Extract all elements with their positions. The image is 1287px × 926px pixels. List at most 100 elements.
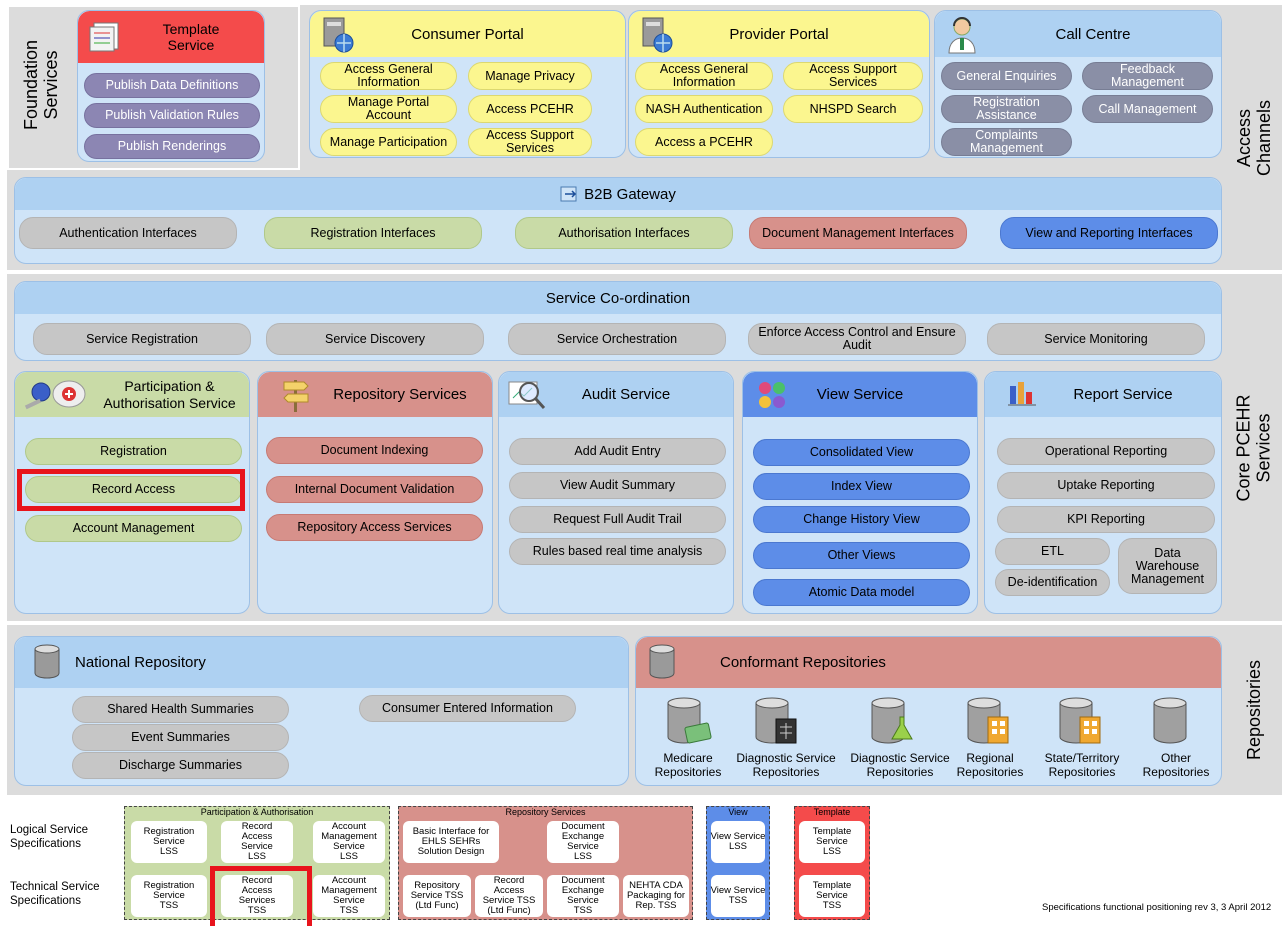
cp-manage-portal-account[interactable]: Manage Portal Account <box>320 95 457 123</box>
discharge-summaries[interactable]: Discharge Summaries <box>72 752 289 779</box>
cc-call-management[interactable]: Call Management <box>1082 95 1213 123</box>
account-management-tss[interactable]: Account Management Service TSS <box>313 875 385 917</box>
document-exchange-tss[interactable]: Document Exchange Service TSS <box>547 875 619 917</box>
call-centre-person-icon <box>948 17 976 54</box>
footnote: Specifications functional positioning re… <box>1042 902 1272 913</box>
view-service-lss[interactable]: View Service LSS <box>711 821 765 863</box>
cp-access-support-services[interactable]: Access Support Services <box>468 128 592 156</box>
access-channels-label: Access Channels <box>1234 99 1274 176</box>
report-service-header: Report Service <box>985 372 1221 417</box>
record-access-service-tss[interactable]: Record Access Service TSS (Ltd Func) <box>475 875 543 917</box>
legend-view-title: View <box>728 807 748 817</box>
de-identification[interactable]: De-identification <box>995 569 1110 596</box>
pp-access-a-pcehr[interactable]: Access a PCEHR <box>635 128 773 156</box>
legend-template-box: Template Template Service LSS Template S… <box>794 806 870 920</box>
service-orchestration[interactable]: Service Orchestration <box>508 323 726 355</box>
atomic-data-model[interactable]: Atomic Data model <box>753 579 970 606</box>
publish-data-definitions-button[interactable]: Publish Data Definitions <box>84 73 260 98</box>
account-management-lss[interactable]: Account Management Service LSS <box>313 821 385 863</box>
record-access-item[interactable]: Record Access <box>25 476 242 503</box>
enforce-access-control[interactable]: Enforce Access Control and Ensure Audit <box>748 323 966 355</box>
shared-health-summaries[interactable]: Shared Health Summaries <box>72 696 289 723</box>
repository-access-services[interactable]: Repository Access Services <box>266 514 483 541</box>
magnifier-icon <box>508 381 546 410</box>
national-repository-title: National Repository <box>75 654 206 671</box>
conformant-repositories-title: Conformant Repositories <box>720 654 886 671</box>
report-service-panel: Report Service Operational Reporting Upt… <box>984 371 1222 614</box>
view-audit-summary[interactable]: View Audit Summary <box>509 472 726 499</box>
view-service-tss[interactable]: View Service TSS <box>711 875 765 917</box>
cc-complaints-management[interactable]: Complaints Management <box>941 128 1072 156</box>
view-and-reporting-interfaces[interactable]: View and Reporting Interfaces <box>1000 217 1218 249</box>
participation-title: Participation & Authorisation Service <box>103 377 236 411</box>
legend-view-box: View View Service LSS View Service TSS <box>706 806 770 920</box>
data-warehouse-management[interactable]: Data Warehouse Management <box>1118 538 1217 594</box>
service-discovery[interactable]: Service Discovery <box>266 323 484 355</box>
etl[interactable]: ETL <box>995 538 1110 565</box>
index-view[interactable]: Index View <box>753 473 970 500</box>
event-summaries[interactable]: Event Summaries <box>72 724 289 751</box>
service-monitoring[interactable]: Service Monitoring <box>987 323 1205 355</box>
template-service-lss[interactable]: Template Service LSS <box>799 821 865 863</box>
registration-lss[interactable]: Registration Service LSS <box>131 821 207 863</box>
uptake-reporting[interactable]: Uptake Reporting <box>997 472 1215 499</box>
cp-access-pcehr[interactable]: Access PCEHR <box>468 95 592 123</box>
pp-access-general-info[interactable]: Access General Information <box>635 62 773 90</box>
registration-item[interactable]: Registration <box>25 438 242 465</box>
consolidated-view[interactable]: Consolidated View <box>753 439 970 466</box>
cc-feedback-management[interactable]: Feedback Management <box>1082 62 1213 90</box>
change-history-view[interactable]: Change History View <box>753 506 970 533</box>
medicare-repositories-label: Medicare Repositories <box>654 751 722 779</box>
diagnostic-xray-repo-icon <box>755 697 797 744</box>
consumer-portal-header: Consumer Portal <box>310 11 625 57</box>
cp-manage-privacy[interactable]: Manage Privacy <box>468 62 592 90</box>
cp-access-general-info[interactable]: Access General Information <box>320 62 457 90</box>
account-management-item[interactable]: Account Management <box>25 515 242 542</box>
registration-interfaces[interactable]: Registration Interfaces <box>264 217 482 249</box>
add-audit-entry[interactable]: Add Audit Entry <box>509 438 726 465</box>
registration-tss[interactable]: Registration Service TSS <box>131 875 207 917</box>
kpi-reporting[interactable]: KPI Reporting <box>997 506 1215 533</box>
legend-template-title: Template <box>813 807 851 817</box>
document-indexing[interactable]: Document Indexing <box>266 437 483 464</box>
audit-service-title: Audit Service <box>581 386 671 403</box>
publish-renderings-button[interactable]: Publish Renderings <box>84 134 260 159</box>
regional-repositories-label: Regional Repositories <box>956 751 1024 779</box>
record-access-tss[interactable]: Record Access Services TSS <box>221 875 293 917</box>
conformant-repositories-panel: Conformant Repositories Medicare Reposit… <box>635 636 1222 786</box>
view-blocks-icon <box>759 382 785 408</box>
pp-nhspd-search[interactable]: NHSPD Search <box>783 95 923 123</box>
template-service-tss[interactable]: Template Service TSS <box>799 875 865 917</box>
record-access-lss[interactable]: Record Access Service LSS <box>221 821 293 863</box>
other-repo-icon <box>1153 697 1187 744</box>
signpost-icon <box>283 380 309 412</box>
repository-service-tss[interactable]: Repository Service TSS (Ltd Func) <box>403 875 471 917</box>
pp-access-support-services[interactable]: Access Support Services <box>783 62 923 90</box>
publish-validation-rules-button[interactable]: Publish Validation Rules <box>84 103 260 128</box>
basic-interface-lss[interactable]: Basic Interface for EHLS SEHRs Solution … <box>403 821 499 863</box>
cc-general-enquiries[interactable]: General Enquiries <box>941 62 1072 90</box>
cc-registration-assistance[interactable]: Registration Assistance <box>941 95 1072 123</box>
regional-repo-icon <box>967 697 1009 744</box>
operational-reporting[interactable]: Operational Reporting <box>997 438 1215 465</box>
service-registration[interactable]: Service Registration <box>33 323 251 355</box>
authentication-interfaces[interactable]: Authentication Interfaces <box>19 217 237 249</box>
call-centre-header: Call Centre <box>935 11 1221 57</box>
consumer-entered-information[interactable]: Consumer Entered Information <box>359 695 576 722</box>
pp-nash-authentication[interactable]: NASH Authentication <box>635 95 773 123</box>
internal-document-validation[interactable]: Internal Document Validation <box>266 476 483 503</box>
authorisation-interfaces[interactable]: Authorisation Interfaces <box>515 217 733 249</box>
cp-manage-participation[interactable]: Manage Participation <box>320 128 457 156</box>
report-service-title: Report Service <box>1073 386 1173 403</box>
document-exchange-lss[interactable]: Document Exchange Service LSS <box>547 821 619 863</box>
document-management-interfaces[interactable]: Document Management Interfaces <box>749 217 967 249</box>
other-views[interactable]: Other Views <box>753 542 970 569</box>
b2b-gateway-title: B2B Gateway <box>584 185 676 203</box>
provider-portal-panel: Provider Portal Access General Informati… <box>628 10 930 158</box>
foundation-services-label: Foundation Services <box>21 39 62 131</box>
nehta-cda-packaging-tss[interactable]: NEHTA CDA Packaging for Rep. TSS <box>623 875 689 917</box>
call-centre-panel: Call Centre General Enquiries Feedback M… <box>934 10 1222 158</box>
rules-based-analysis[interactable]: Rules based real time analysis <box>509 538 726 565</box>
service-coordination-header: Service Co-ordination <box>15 282 1221 314</box>
request-full-audit-trail[interactable]: Request Full Audit Trail <box>509 506 726 533</box>
